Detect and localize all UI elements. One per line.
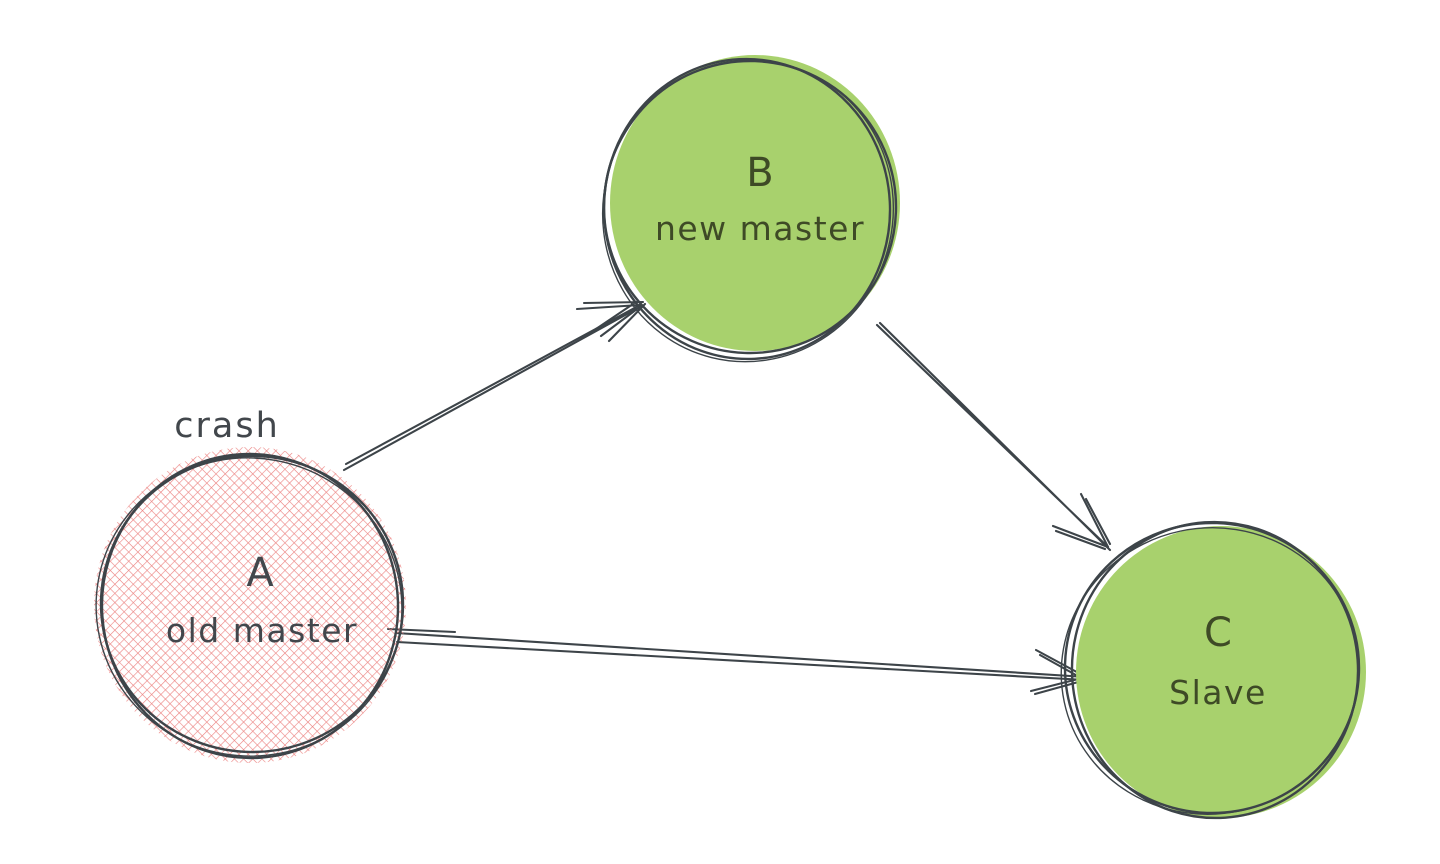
edge-a-b-arrowhead — [575, 300, 647, 343]
node-b-outline — [601, 57, 898, 363]
edge-b-c-arrowhead — [1051, 492, 1112, 551]
node-a-outline — [95, 452, 405, 760]
edge-b-c-line — [875, 321, 1112, 552]
node-c-fill — [1076, 526, 1366, 818]
node-b-outline-stroke-3 — [601, 59, 895, 363]
node-c-outline — [1060, 520, 1361, 820]
edge-b-c — [875, 321, 1112, 552]
node-c-letter: C — [1204, 610, 1232, 656]
node-b-fill — [610, 55, 900, 351]
node-a-hatch-fill — [94, 447, 406, 763]
node-a-outline-stroke-3 — [95, 457, 403, 757]
node-b: B new master — [601, 55, 900, 363]
node-a-letter: A — [246, 550, 274, 596]
edge-a-b-line — [342, 303, 642, 472]
node-a-outline-stroke-2 — [99, 454, 405, 754]
node-b-letter: B — [746, 150, 773, 196]
node-b-label: new master — [655, 209, 865, 248]
node-c-outline-stroke-3 — [1060, 527, 1360, 815]
edge-a-b — [342, 300, 647, 472]
node-a-label: old master — [166, 611, 358, 650]
node-c-outline-stroke-2 — [1070, 520, 1360, 820]
node-a: A old master — [94, 447, 406, 763]
node-b-outline-stroke-2 — [602, 59, 898, 355]
crash-annotation: crash — [174, 406, 280, 446]
node-c: C Slave — [1060, 520, 1366, 820]
node-c-label: Slave — [1169, 673, 1267, 712]
